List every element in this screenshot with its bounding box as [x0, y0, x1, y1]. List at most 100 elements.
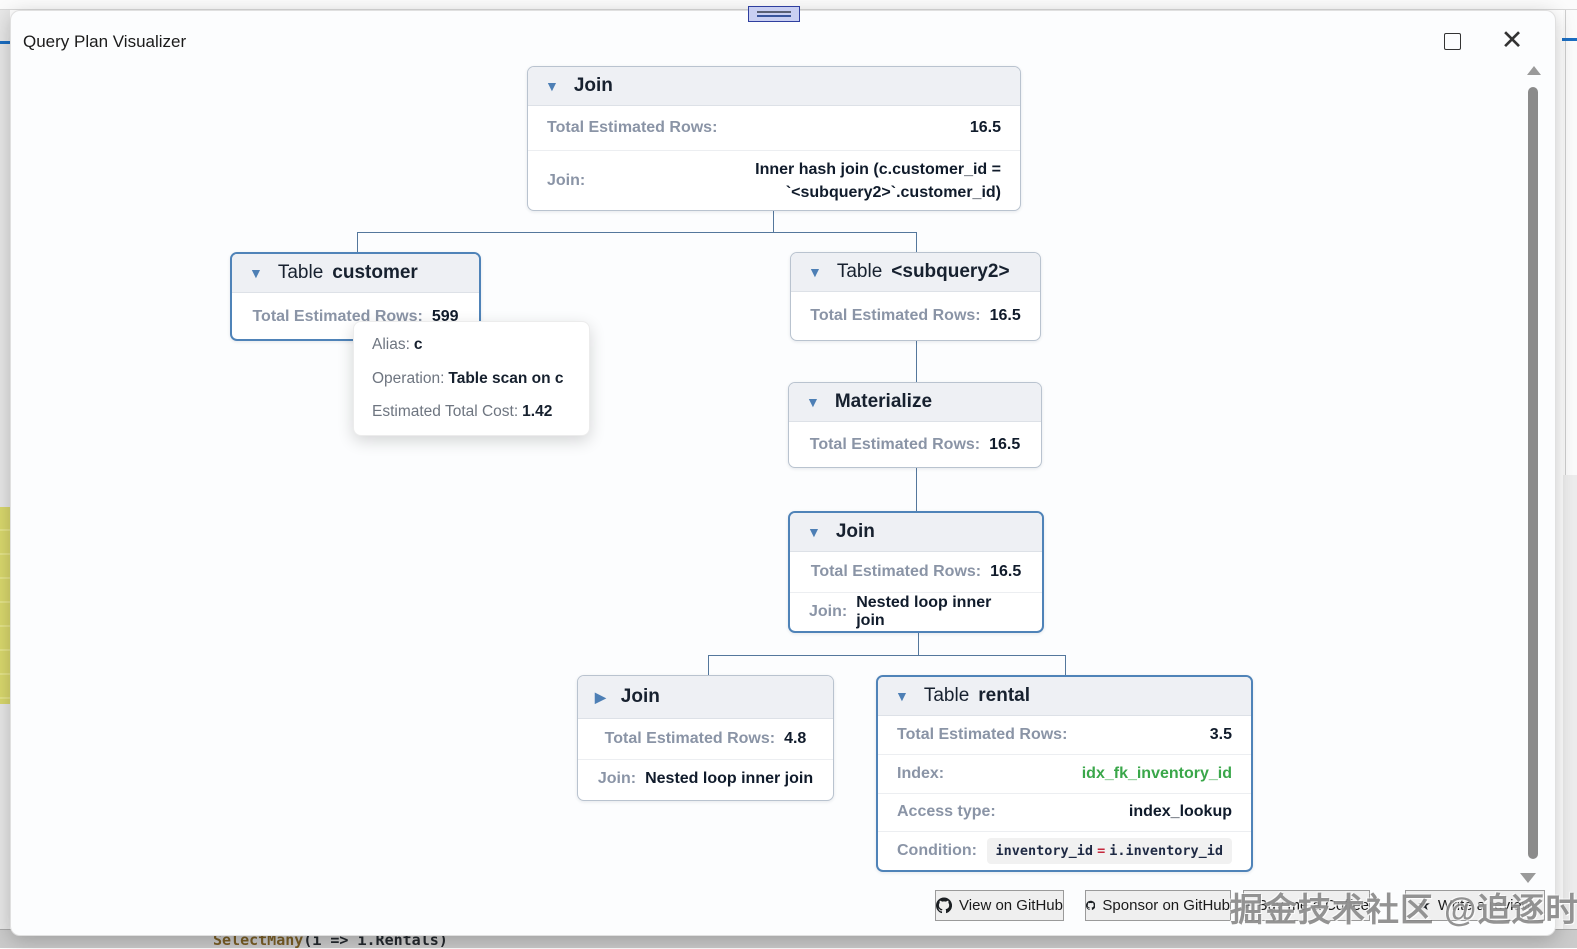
github-icon [936, 897, 953, 914]
node-title-prefix: Table [277, 262, 324, 283]
collapse-icon[interactable]: ▼ [807, 524, 821, 540]
row-value: 16.5 [989, 435, 1021, 453]
tooltip-operation: Operation:Table scan on c [372, 369, 564, 387]
node-tooltip: Alias:c Operation:Table scan on c Estima… [353, 321, 590, 436]
row-label: Total Estimated Rows: [897, 725, 1068, 743]
scroll-up-icon[interactable] [1527, 66, 1541, 75]
node-title: Join [835, 521, 875, 542]
node-row: Total Estimated Rows: 3.5 [878, 716, 1251, 754]
scroll-down-icon[interactable] [1520, 873, 1536, 883]
node-title: Join [620, 686, 660, 707]
row-value: 3.5 [1209, 725, 1232, 743]
row-value: 4.8 [784, 729, 807, 747]
row-label: Join: [597, 770, 637, 788]
node-title-prefix: Table [923, 685, 970, 706]
collapse-icon[interactable]: ▼ [249, 265, 263, 281]
buy-me-a-coffee-button[interactable]: Buy me a Coffee [1243, 890, 1370, 921]
drag-handle-bar [757, 15, 791, 17]
row-value: 16.5 [969, 119, 1001, 136]
drag-handle[interactable] [748, 6, 800, 22]
row-label: Condition: [897, 842, 977, 860]
row-value: 599 [431, 308, 459, 325]
condition-operator: = [1097, 843, 1106, 860]
node-row: Total Estimated Rows: 16.5 [791, 292, 1040, 340]
plan-node-join-bottom-header[interactable]: ▶ Join [578, 676, 833, 719]
maximize-icon[interactable] [1444, 33, 1461, 50]
node-title-prefix: Table [836, 261, 883, 282]
collapse-icon[interactable]: ▼ [545, 78, 559, 94]
connector [916, 341, 917, 382]
row-value: index_lookup [1128, 803, 1232, 821]
row-value: Inner hash join (c.customer_id = `<subqu… [755, 160, 1001, 201]
background-editor-left [0, 10, 10, 948]
connector [916, 468, 917, 511]
button-label: Write a review [1437, 897, 1533, 914]
collapse-icon[interactable]: ▼ [895, 688, 909, 704]
plan-node-join-top: ▼ Join Total Estimated Rows: 16.5 Join: … [527, 66, 1021, 211]
plan-node-table-rental-header[interactable]: ▼ Table rental [878, 677, 1251, 716]
connector [708, 655, 709, 675]
scrollbar-thumb[interactable] [1528, 87, 1538, 859]
node-row: Join: Nested loop inner join [578, 758, 833, 800]
row-label: Join: [809, 603, 848, 621]
connector [357, 232, 358, 252]
sponsor-on-github-button[interactable]: Sponsor on GitHub [1085, 890, 1231, 921]
close-icon[interactable]: ✕ [1500, 25, 1524, 55]
row-label: Total Estimated Rows: [809, 435, 981, 453]
plan-node-materialize-header[interactable]: ▼ Materialize [789, 383, 1041, 422]
connector [773, 211, 774, 233]
row-value-index: idx_fk_inventory_id [1081, 764, 1232, 782]
drag-handle-bar [757, 11, 791, 13]
plan-node-table-customer-header[interactable]: ▼ Table customer [232, 254, 479, 293]
plan-node-table-customer: ▼ Table customer Total Estimated Rows: 5… [230, 252, 481, 341]
connector [708, 655, 1066, 656]
plan-node-join-top-header[interactable]: ▼ Join [528, 67, 1020, 106]
connector [916, 232, 917, 252]
row-label: Total Estimated Rows: [810, 307, 981, 324]
condition-left: inventory_id [995, 843, 1094, 860]
node-row: Join: Nested loop inner join [790, 591, 1042, 632]
github-icon [1086, 900, 1096, 910]
node-title: customer [332, 262, 418, 283]
node-row: Total Estimated Rows: 16.5 [790, 552, 1042, 592]
condition-right: i.inventory_id [1109, 843, 1223, 860]
star-icon: ★ [1417, 897, 1431, 914]
background-editor-right-lower [1563, 475, 1577, 948]
view-on-github-button[interactable]: View on GitHub [935, 890, 1064, 921]
plan-node-join-middle: ▼ Join Total Estimated Rows: 16.5 Join: … [788, 511, 1044, 633]
expand-icon[interactable]: ▶ [595, 689, 606, 705]
button-label: Sponsor on GitHub [1102, 897, 1230, 914]
connector [357, 232, 917, 233]
connector [918, 633, 919, 655]
button-label: Buy me a Coffee [1257, 897, 1369, 914]
dialog-title: Query Plan Visualizer [23, 32, 187, 51]
node-title: rental [978, 685, 1031, 706]
node-row: Index: idx_fk_inventory_id [878, 753, 1251, 793]
button-label: View on GitHub [959, 897, 1063, 914]
tooltip-cost: Estimated Total Cost:1.42 [372, 403, 553, 420]
plan-node-table-subquery2-header[interactable]: ▼ Table <subquery2> [791, 253, 1040, 292]
connector [1065, 655, 1066, 675]
collapse-icon[interactable]: ▼ [806, 394, 820, 410]
plan-node-table-subquery2: ▼ Table <subquery2> Total Estimated Rows… [790, 252, 1041, 341]
node-row: Join: Inner hash join (c.customer_id = `… [528, 150, 1020, 210]
node-title: Materialize [834, 391, 933, 412]
tooltip-alias: Alias:c [372, 336, 423, 353]
node-row: Access type: index_lookup [878, 792, 1251, 832]
node-row: Total Estimated Rows: 4.8 [578, 719, 833, 759]
background-blue-line-left [0, 41, 15, 44]
node-row: Total Estimated Rows: 599 [232, 293, 479, 339]
row-label: Total Estimated Rows: [604, 729, 776, 747]
collapse-icon[interactable]: ▼ [808, 264, 822, 280]
row-label: Total Estimated Rows: [547, 119, 718, 136]
write-a-review-button[interactable]: ★ Write a review [1405, 890, 1545, 921]
plan-node-materialize: ▼ Materialize Total Estimated Rows: 16.5 [788, 382, 1042, 468]
plan-node-join-middle-header[interactable]: ▼ Join [790, 513, 1042, 552]
row-value: Nested loop inner join [856, 594, 992, 630]
row-value: 16.5 [990, 562, 1022, 580]
row-label: Join: [547, 172, 586, 189]
row-value: 16.5 [989, 307, 1021, 324]
row-label: Access type: [897, 803, 996, 821]
coffee-icon [1244, 903, 1251, 908]
node-title: <subquery2> [891, 261, 1010, 282]
